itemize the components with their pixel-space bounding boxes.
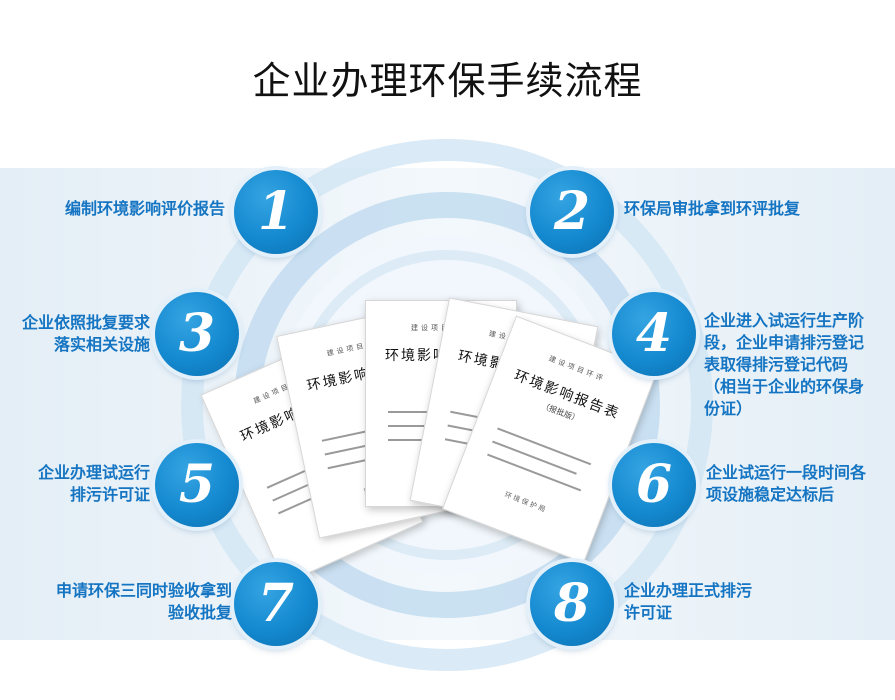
step-7-line-2: 验收批复 <box>167 603 232 622</box>
step-5-line-2: 排污许可证 <box>69 485 150 504</box>
step-4-line-2: 段，企业申请排污登记 <box>704 333 865 352</box>
step-4-line-3: 表取得排污登记代码 <box>704 355 849 374</box>
step-4-line-4: （相当于企业的环保身 <box>704 377 865 396</box>
step-6-line-1: 企业试运行一段时间各 <box>706 463 867 482</box>
step-5-line-1: 企业办理试运行 <box>37 463 150 482</box>
step-5-label: 企业办理试运行 排污许可证 <box>0 462 150 506</box>
step-2-label: 环保局审批拿到环评批复 <box>624 199 801 218</box>
step-4-line-5: 份证） <box>704 399 753 418</box>
step-7-badge: 7 <box>234 562 318 646</box>
step-3-badge: 3 <box>155 292 239 376</box>
step-8-badge: 8 <box>530 562 614 646</box>
step-1-label: 编制环境影响评价报告 <box>64 199 225 218</box>
step-3-line-2: 落实相关设施 <box>53 335 150 354</box>
step-2-badge: 2 <box>530 170 614 254</box>
step-4-line-1: 企业进入试运行生产阶 <box>704 311 865 330</box>
step-3-label: 企业依照批复要求 落实相关设施 <box>0 312 150 356</box>
step-7-line-1: 申请环保三同时验收拿到 <box>55 581 232 600</box>
step-5-badge: 5 <box>155 443 239 527</box>
step-6-label: 企业试运行一段时间各 项设施稳定达标后 <box>706 462 894 506</box>
step-1-badge: 1 <box>234 170 318 254</box>
step-4-badge: 4 <box>612 292 696 376</box>
step-8-label: 企业办理正式排污 许可证 <box>624 580 824 624</box>
step-8-line-1: 企业办理正式排污 <box>624 581 753 600</box>
step-6-badge: 6 <box>612 443 696 527</box>
page-title: 企业办理环保手续流程 <box>252 59 643 103</box>
document-header: 建设项目环评 <box>411 324 471 332</box>
step-6-line-2: 项设施稳定达标后 <box>706 485 835 504</box>
step-4-label: 企业进入试运行生产阶 段，企业申请排污登记 表取得排污登记代码 （相当于企业的环… <box>704 310 894 420</box>
step-8-line-2: 许可证 <box>624 603 673 622</box>
step-7-label: 申请环保三同时验收拿到 验收批复 <box>10 580 232 624</box>
step-3-line-1: 企业依照批复要求 <box>21 313 150 332</box>
outer-ring <box>181 139 713 671</box>
